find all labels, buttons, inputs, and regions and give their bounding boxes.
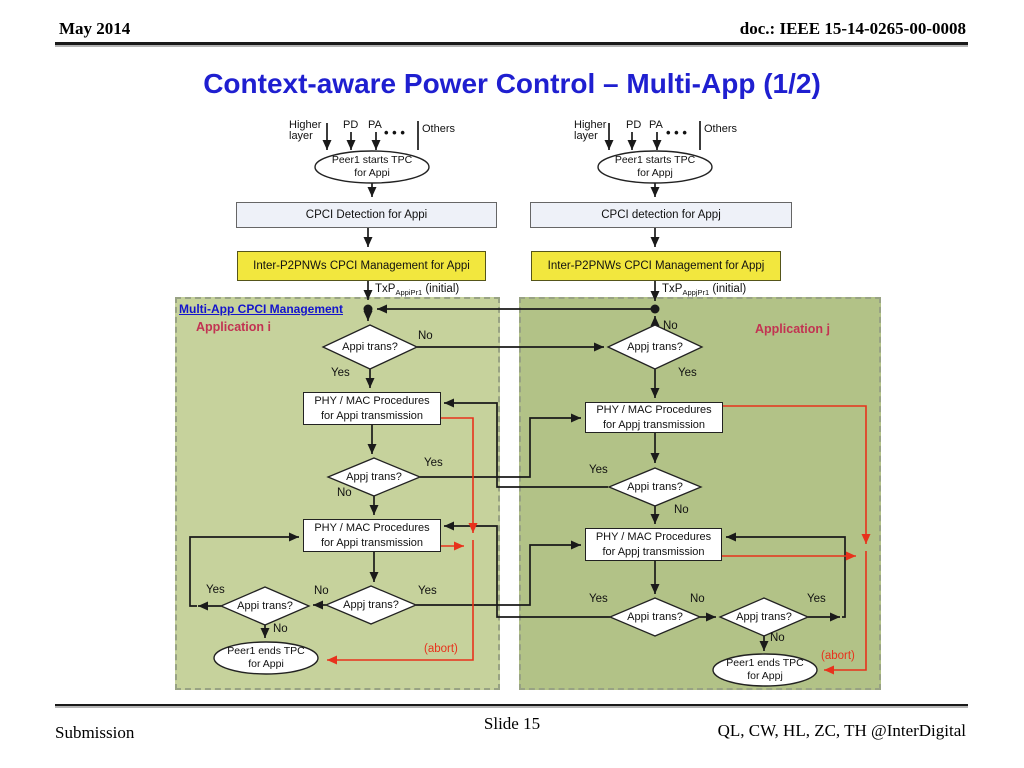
branch-yes-d1-j: Yes — [678, 367, 697, 379]
diamond-label: Appi trans? — [237, 600, 293, 612]
branch-no-d1-i: No — [418, 330, 433, 342]
cpci-detection-appj-box: CPCI detection for Appj — [530, 202, 792, 228]
diamond-label: Appi trans? — [627, 611, 683, 623]
feeder-higher-layer-i: Higher layer — [289, 120, 321, 142]
header-date: May 2014 — [59, 19, 131, 38]
multi-app-cpci-management-link[interactable]: Multi-App CPCI Management — [179, 302, 343, 316]
inter-p2pnws-mgmt-appi-box: Inter-P2PNWs CPCI Management for Appi — [237, 251, 486, 281]
cpci-detection-appi-text: CPCI Detection for Appi — [305, 209, 428, 221]
phy-mac-appj-box-1-line1: PHY / MAC Procedures — [596, 404, 712, 417]
branch-no-d4-j: No — [770, 632, 785, 644]
cpci-detection-appi-box: CPCI Detection for Appi — [236, 202, 497, 228]
feeder-pa-i: PA — [368, 119, 382, 131]
start-appi-line1: Peer1 starts TPC — [331, 153, 413, 166]
inter-p2pnws-mgmt-appi-text: Inter-P2PNWs CPCI Management for Appi — [253, 260, 470, 272]
phy-mac-appj-box-2: PHY / MAC Procedures for Appj transmissi… — [585, 528, 722, 561]
diamond-text-appj-trans-4-j: Appj trans? — [720, 610, 808, 624]
branch-yes-d4-i: Yes — [206, 584, 225, 596]
txp-initial: (initial) — [709, 283, 747, 295]
end-appi-line2: for Appi — [248, 658, 284, 670]
phy-mac-appi-box-1: PHY / MAC Procedures for Appi transmissi… — [303, 392, 441, 425]
phy-mac-appj-box-1: PHY / MAC Procedures for Appj transmissi… — [585, 402, 723, 433]
diamond-text-appj-trans-2-i: Appj trans? — [327, 470, 421, 484]
start-appj-line2: for Appj — [637, 167, 673, 179]
branch-yes-d2-j: Yes — [589, 464, 608, 476]
feeder-pd-i: PD — [343, 119, 359, 131]
footer-rule — [55, 704, 968, 706]
feeder-pd-j: PD — [626, 119, 642, 131]
diamond-text-appj-trans-1-j: Appj trans? — [608, 340, 702, 354]
diamond-text-appj-trans-3-i: Appj trans? — [326, 598, 416, 612]
diamond-text-appi-trans-2-j: Appi trans? — [608, 480, 702, 494]
feeder-dots-j: • • • — [666, 125, 687, 140]
start-appj-line1: Peer1 starts TPC — [614, 153, 696, 166]
start-ellipse-appj-text: Peer1 starts TPC for Appj — [599, 152, 711, 182]
slide-title: Context-aware Power Control – Multi-App … — [203, 68, 821, 99]
abort-label-j: (abort) — [821, 650, 855, 662]
feeder-others-i: Others — [422, 123, 456, 135]
branch-no-d2-i: No — [337, 487, 352, 499]
inter-p2pnws-mgmt-appj-box: Inter-P2PNWs CPCI Management for Appj — [531, 251, 781, 281]
diamond-label: Appi trans? — [342, 341, 398, 353]
end-ellipse-appi-text: Peer1 ends TPC for Appi — [214, 643, 318, 673]
application-i-label: Application i — [196, 320, 271, 334]
phy-mac-appi-box-1-line1: PHY / MAC Procedures — [314, 395, 430, 408]
diamond-label: Appj trans? — [736, 611, 792, 623]
branch-no-d2-j: No — [674, 504, 689, 516]
end-ellipse-appj-text: Peer1 ends TPC for Appj — [713, 655, 817, 685]
diamond-text-appi-trans-4-i: Appi trans? — [221, 599, 309, 613]
end-appj-line2: for Appj — [747, 670, 783, 682]
feeder-others-j: Others — [704, 123, 738, 135]
feeder-higher-layer-j: Higher layer — [574, 120, 606, 142]
feeder-higher-line2: layer — [574, 130, 598, 142]
branch-yes-d1-i: Yes — [331, 367, 350, 379]
diamond-text-appi-trans-1-i: Appi trans? — [323, 340, 417, 354]
start-appi-line2: for Appi — [354, 167, 390, 179]
footer-submission: Submission — [55, 723, 135, 742]
phy-mac-appi-box-2-line2: for Appi transmission — [320, 536, 424, 549]
feeder-pa-j: PA — [649, 119, 663, 131]
txp-initial: (initial) — [422, 283, 460, 295]
txp-initial-appj: TxPAppjPr1 (initial) — [662, 283, 747, 297]
footer-authors: QL, CW, HL, ZC, TH @InterDigital — [717, 721, 966, 740]
phy-mac-appi-box-2: PHY / MAC Procedures for Appi transmissi… — [303, 519, 441, 552]
cpci-detection-appj-text: CPCI detection for Appj — [601, 209, 721, 221]
feeder-higher-line2: layer — [289, 130, 313, 142]
footer-slide-number: Slide 15 — [483, 714, 541, 733]
feeder-dots-i: • • • — [384, 125, 405, 140]
diamond-text-appi-trans-3-j: Appi trans? — [610, 610, 700, 624]
branch-no-d3-j: No — [690, 593, 705, 605]
phy-mac-appj-box-2-line1: PHY / MAC Procedures — [595, 531, 712, 544]
phy-mac-appj-box-2-line2: for Appj transmission — [602, 545, 705, 558]
diamond-label: Appi trans? — [627, 481, 683, 493]
end-appi-line1: Peer1 ends TPC — [227, 644, 305, 657]
phy-mac-appi-box-1-line2: for Appi transmission — [320, 409, 424, 422]
txp-main: TxP — [375, 283, 396, 295]
txp-subscript: AppiPr1 — [395, 288, 423, 297]
branch-yes-d3-i: Yes — [418, 585, 437, 597]
feeder-higher-line1: Higher — [574, 119, 607, 131]
branch-no-d1-j: No — [663, 320, 678, 332]
feeder-higher-line1: Higher — [289, 119, 322, 131]
txp-subscript: AppjPr1 — [682, 288, 710, 297]
diamond-label: Appj trans? — [346, 471, 402, 483]
header-doc-number: doc.: IEEE 15-14-0265-00-0008 — [739, 19, 966, 38]
start-ellipse-appi-text: Peer1 starts TPC for Appi — [316, 152, 428, 182]
inter-p2pnws-mgmt-appj-text: Inter-P2PNWs CPCI Management for Appj — [547, 260, 765, 272]
application-j-label: Application j — [755, 322, 830, 336]
branch-no-d3-i: No — [314, 585, 329, 597]
txp-initial-appi: TxPAppiPr1 (initial) — [375, 283, 460, 297]
end-appj-line1: Peer1 ends TPC — [726, 656, 804, 669]
branch-yes-d2-i: Yes — [424, 457, 443, 469]
phy-mac-appi-box-2-line1: PHY / MAC Procedures — [314, 522, 430, 535]
diamond-label: Appj trans? — [343, 599, 399, 611]
txp-main: TxP — [662, 283, 683, 295]
branch-yes-d4-j: Yes — [807, 593, 826, 605]
branch-no-d4-i: No — [273, 623, 288, 635]
branch-yes-d3-j: Yes — [589, 593, 608, 605]
abort-label-i: (abort) — [424, 643, 458, 655]
diamond-label: Appj trans? — [627, 341, 683, 353]
header-rule — [55, 42, 968, 45]
phy-mac-appj-box-1-line2: for Appj transmission — [602, 418, 706, 431]
